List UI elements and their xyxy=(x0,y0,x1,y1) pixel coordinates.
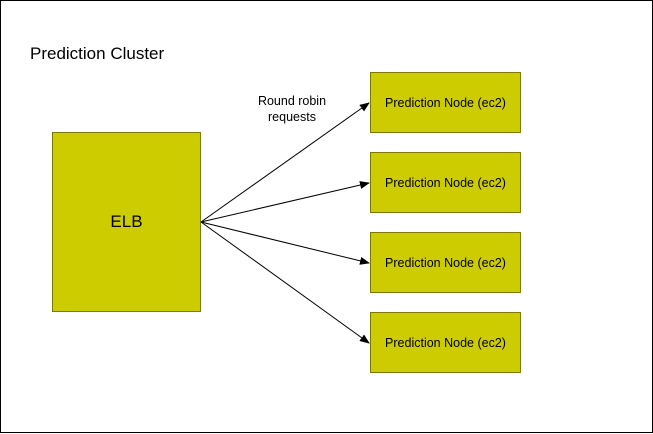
prediction-node-3: Prediction Node (ec2) xyxy=(370,232,521,293)
round-robin-label: Round robin requests xyxy=(247,93,337,125)
elb-label: ELB xyxy=(110,212,143,231)
arrow-elb-to-node-2 xyxy=(200,181,370,223)
arrow-elb-to-node-4 xyxy=(200,221,370,344)
elb-box: ELB xyxy=(52,132,201,312)
round-robin-label-line-1: Round robin xyxy=(257,94,327,108)
prediction-node-1: Prediction Node (ec2) xyxy=(370,72,521,133)
round-robin-label-line-2: requests xyxy=(268,110,316,124)
cluster-title: Prediction Cluster xyxy=(30,44,165,63)
prediction-node-2-label: Prediction Node (ec2) xyxy=(385,175,506,190)
prediction-node-1-label: Prediction Node (ec2) xyxy=(385,95,506,110)
prediction-node-4-label: Prediction Node (ec2) xyxy=(385,335,506,350)
prediction-node-3-label: Prediction Node (ec2) xyxy=(385,255,506,270)
prediction-node-4: Prediction Node (ec2) xyxy=(370,312,521,373)
prediction-node-2: Prediction Node (ec2) xyxy=(370,152,521,213)
arrow-elb-to-node-3 xyxy=(200,221,370,265)
